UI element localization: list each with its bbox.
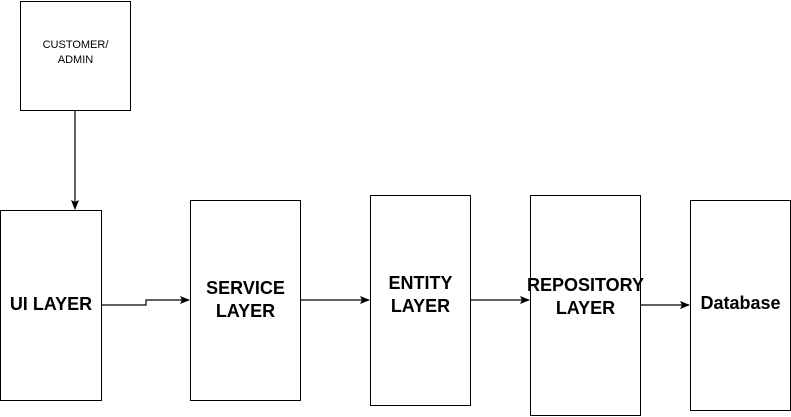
service-layer-node: SERVICE LAYER <box>190 200 301 401</box>
entity-layer-label: ENTITY LAYER <box>388 272 453 316</box>
repository-layer-label: REPOSITORY LAYER <box>526 275 645 318</box>
database-node: Database <box>690 200 791 411</box>
customer-admin-label: CUSTOMER/ ADMIN <box>42 39 109 66</box>
entity-layer-node: ENTITY LAYER <box>370 195 471 406</box>
ui-layer-node: UI LAYER <box>0 210 102 401</box>
repository-layer-node: REPOSITORY LAYER <box>526 195 645 416</box>
database-label: Database <box>700 292 781 313</box>
service-layer-label: SERVICE LAYER <box>206 277 285 321</box>
customer-admin-node: CUSTOMER/ ADMIN <box>20 1 131 111</box>
ui-layer-label: UI LAYER <box>9 294 93 314</box>
edge-ui-to-service <box>102 296 190 306</box>
